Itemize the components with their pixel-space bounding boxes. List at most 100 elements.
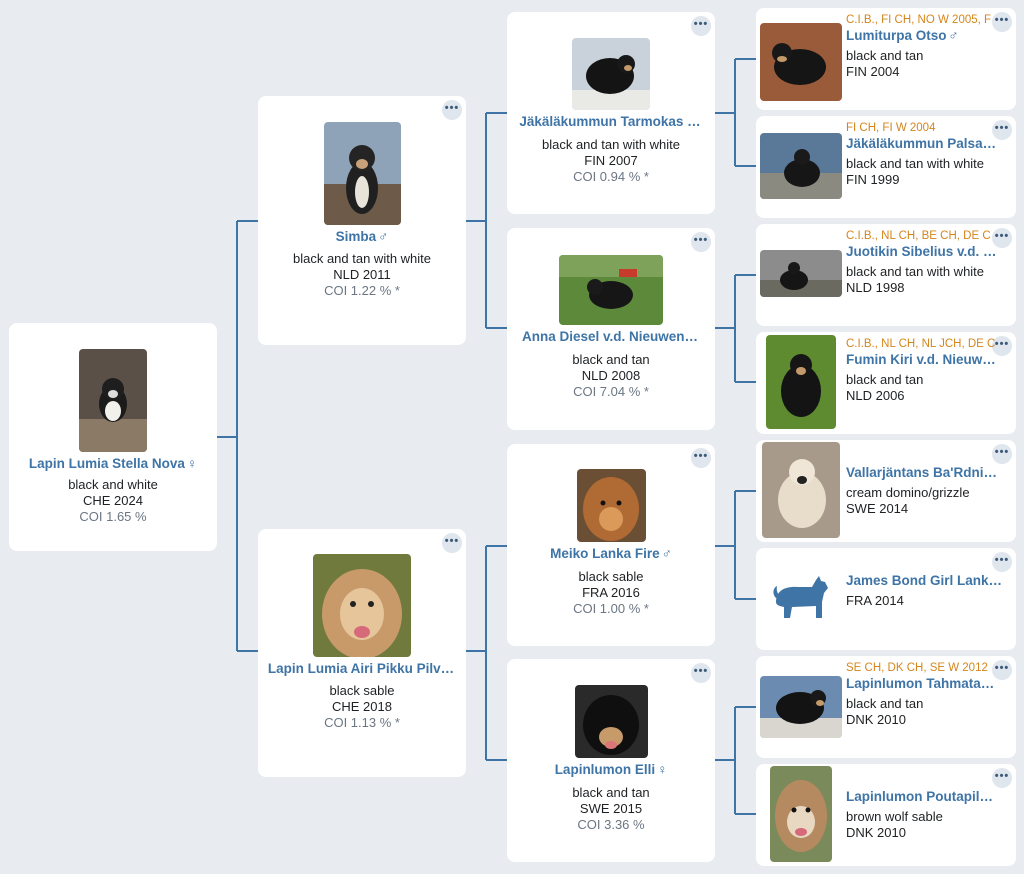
- male-icon: ♂: [948, 28, 959, 43]
- grandparent-name[interactable]: Meiko Lanka Fire♂: [550, 546, 672, 561]
- grandparent-photo[interactable]: [576, 469, 646, 542]
- show-titles: C.I.B., NL CH, BE CH, DE C: [846, 230, 991, 242]
- more-options-button[interactable]: •••: [992, 228, 1012, 248]
- great-grandparent-card[interactable]: ••• Lapinlumon Poutapil… brown wolf sabl…: [756, 764, 1016, 866]
- show-titles: FI CH, FI W 2004: [846, 122, 936, 134]
- dog-photo-icon: [572, 38, 650, 110]
- parent-card-dam[interactable]: ••• Lapin Lumia Airi Pikku Pilv… black s…: [258, 529, 466, 777]
- great-grandparent-photo[interactable]: [760, 676, 842, 738]
- great-grandparent-color: black and tan with white: [846, 156, 985, 171]
- parent-photo[interactable]: [313, 554, 411, 657]
- more-options-button[interactable]: •••: [992, 444, 1012, 464]
- male-icon: ♂: [378, 229, 389, 244]
- more-options-button[interactable]: •••: [691, 232, 711, 252]
- grandparent-card[interactable]: ••• Jäkäläkummun Tarmokas … black and ta…: [507, 12, 715, 214]
- dog-photo-icon: [760, 250, 842, 297]
- parent-color: black and tan with white: [292, 251, 432, 266]
- male-icon: ♂: [661, 546, 672, 561]
- great-grandparent-photo[interactable]: [760, 250, 842, 297]
- subject-origin: CHE 2024: [83, 493, 143, 508]
- dog-placeholder-icon: [770, 572, 832, 622]
- grandparent-card[interactable]: ••• Lapinlumon Elli♀ black and tan SWE 2…: [507, 659, 715, 862]
- great-grandparent-origin: SWE 2014: [846, 501, 909, 516]
- more-options-button[interactable]: •••: [992, 336, 1012, 356]
- grandparent-origin: FIN 2007: [584, 153, 638, 168]
- great-grandparent-photo[interactable]: [766, 335, 836, 429]
- more-options-button[interactable]: •••: [992, 768, 1012, 788]
- subject-name[interactable]: Lapin Lumia Stella Nova♀: [28, 456, 198, 471]
- grandparent-photo[interactable]: [559, 255, 663, 325]
- more-options-button[interactable]: •••: [691, 16, 711, 36]
- great-grandparent-card[interactable]: ••• FI CH, FI W 2004 Jäkäläkummun Palsa……: [756, 116, 1016, 218]
- great-grandparent-photo[interactable]: [770, 766, 832, 862]
- parent-card-sire[interactable]: ••• Simba♂ black and tan with white NLD …: [258, 96, 466, 345]
- great-grandparent-card[interactable]: ••• SE CH, DK CH, SE W 2012 Lapinlumon T…: [756, 656, 1016, 758]
- subject-card[interactable]: Lapin Lumia Stella Nova♀ black and white…: [9, 323, 217, 551]
- grandparent-origin: NLD 2008: [581, 368, 641, 383]
- show-titles: SE CH, DK CH, SE W 2012: [846, 662, 988, 674]
- great-grandparent-color: black and tan: [846, 48, 924, 63]
- dog-photo-icon: [760, 676, 842, 738]
- dog-photo-icon: [766, 335, 836, 429]
- parent-color: black sable: [329, 683, 395, 698]
- more-options-button[interactable]: •••: [442, 533, 462, 553]
- great-grandparent-name[interactable]: Vallarjäntans Ba'Rdni…: [846, 465, 998, 480]
- grandparent-card[interactable]: ••• Anna Diesel v.d. Nieuwen… black and …: [507, 228, 715, 430]
- great-grandparent-color: brown wolf sable: [846, 809, 943, 824]
- grandparent-card[interactable]: ••• Meiko Lanka Fire♂ black sable FRA 20…: [507, 444, 715, 646]
- great-grandparent-photo[interactable]: [762, 442, 840, 538]
- grandparent-name[interactable]: Jäkäläkummun Tarmokas …: [519, 114, 701, 129]
- great-grandparent-name[interactable]: Jäkäläkummun Palsa…: [846, 136, 997, 151]
- grandparent-coi: COI 3.36 %: [577, 817, 645, 832]
- more-options-button[interactable]: •••: [691, 663, 711, 683]
- grandparent-photo[interactable]: [572, 38, 650, 110]
- dog-photo-icon: [574, 685, 648, 758]
- subject-photo[interactable]: [79, 349, 147, 452]
- dog-photo-icon: [770, 766, 832, 862]
- dog-photo-icon: [760, 23, 842, 101]
- great-grandparent-name[interactable]: Juotikin Sibelius v.d. …: [846, 244, 997, 259]
- grandparent-coi: COI 7.04 % *: [573, 384, 649, 399]
- grandparent-name[interactable]: Anna Diesel v.d. Nieuwen…: [521, 329, 699, 344]
- more-options-button[interactable]: •••: [992, 660, 1012, 680]
- great-grandparent-card[interactable]: ••• C.I.B., FI CH, NO W 2005, F Lumiturp…: [756, 8, 1016, 110]
- great-grandparent-origin: FIN 2004: [846, 64, 900, 79]
- parent-photo[interactable]: [323, 122, 401, 225]
- more-options-button[interactable]: •••: [691, 448, 711, 468]
- great-grandparent-name[interactable]: Lapinlumon Poutapil…: [846, 789, 993, 804]
- more-options-button[interactable]: •••: [992, 120, 1012, 140]
- great-grandparent-photo[interactable]: [760, 133, 842, 199]
- female-icon: ♀: [186, 456, 198, 471]
- parent-origin: CHE 2018: [332, 699, 392, 714]
- dog-photo-icon: [79, 349, 147, 452]
- more-options-button[interactable]: •••: [992, 12, 1012, 32]
- more-options-button[interactable]: •••: [442, 100, 462, 120]
- dog-photo-icon: [313, 554, 411, 657]
- great-grandparent-origin: FRA 2014: [846, 593, 904, 608]
- great-grandparent-name[interactable]: Fumin Kiri v.d. Nieuw…: [846, 352, 996, 367]
- great-grandparent-name[interactable]: Lapinlumon Tahmata…: [846, 676, 995, 691]
- great-grandparent-photo[interactable]: [760, 23, 842, 101]
- dog-photo-icon: [559, 255, 663, 325]
- great-grandparent-name[interactable]: James Bond Girl Lank…: [846, 573, 1003, 588]
- grandparent-name[interactable]: Lapinlumon Elli♀: [554, 762, 668, 777]
- show-titles: C.I.B., FI CH, NO W 2005, F: [846, 14, 992, 26]
- parent-name[interactable]: Lapin Lumia Airi Pikku Pilv…: [267, 661, 455, 676]
- grandparent-color: black and tan with white: [541, 137, 681, 152]
- parent-coi: COI 1.13 % *: [324, 715, 400, 730]
- great-grandparent-origin: DNK 2010: [846, 712, 906, 727]
- great-grandparent-origin: DNK 2010: [846, 825, 906, 840]
- great-grandparent-card[interactable]: ••• Vallarjäntans Ba'Rdni… cream domino/…: [756, 440, 1016, 542]
- great-grandparent-card[interactable]: ••• James Bond Girl Lank… FRA 2014: [756, 548, 1016, 650]
- more-options-button[interactable]: •••: [992, 552, 1012, 572]
- great-grandparent-color: black and tan: [846, 696, 924, 711]
- grandparent-color: black sable: [578, 569, 644, 584]
- great-grandparent-origin: FIN 1999: [846, 172, 900, 187]
- great-grandparent-origin: NLD 2006: [846, 388, 905, 403]
- parent-name[interactable]: Simba♂: [335, 229, 389, 244]
- great-grandparent-name[interactable]: Lumiturpa Otso♂: [846, 28, 959, 43]
- grandparent-photo[interactable]: [574, 685, 648, 758]
- great-grandparent-card[interactable]: ••• C.I.B., NL CH, BE CH, DE C Juotikin …: [756, 224, 1016, 326]
- great-grandparent-card[interactable]: ••• C.I.B., NL CH, NL JCH, DE C Fumin Ki…: [756, 332, 1016, 434]
